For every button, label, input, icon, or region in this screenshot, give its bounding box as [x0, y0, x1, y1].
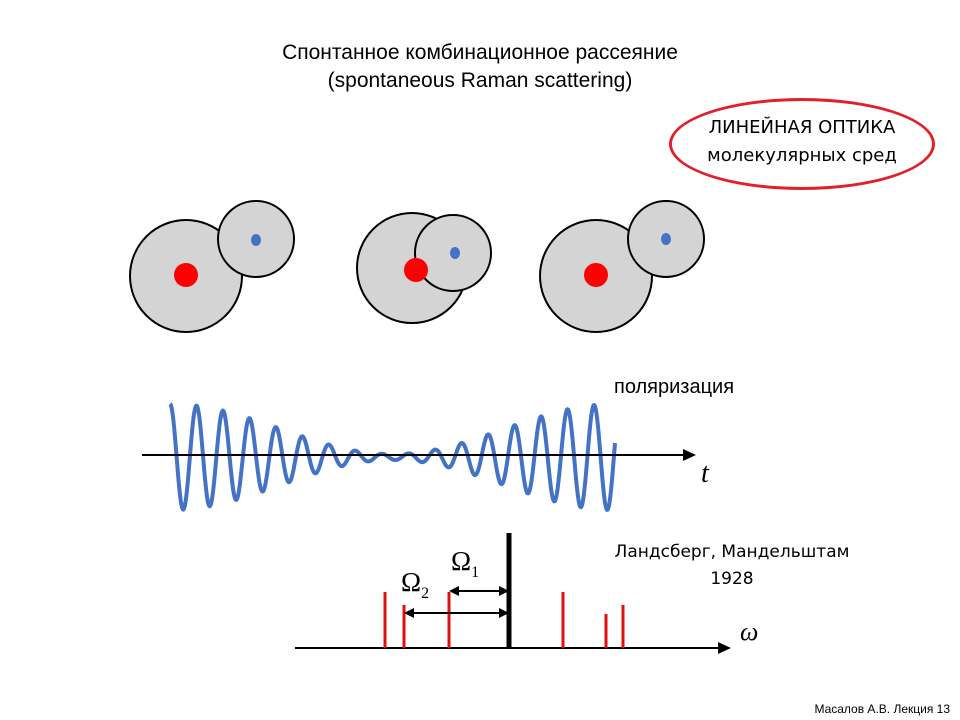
molecule-2: [356, 212, 492, 324]
authors-citation: Ландсберг, Мандельштам 1928: [598, 539, 866, 593]
oval-text-line2: молекулярных сред: [707, 145, 897, 166]
linear-optics-oval: [669, 98, 935, 190]
authors-names: Ландсберг, Мандельштам: [614, 542, 850, 562]
small-atom-nucleus: [251, 234, 261, 246]
molecule-3: [539, 200, 705, 333]
slide-title: Спонтанное комбинационное рассеяние: [282, 41, 678, 64]
slide-footer: Масалов А.В. Лекция 13: [814, 702, 950, 716]
frequency-axis-arrowhead: [718, 642, 731, 654]
omega2-label: Ω2: [401, 567, 429, 602]
polarization-wave: [168, 402, 617, 513]
large-atom-nucleus: [174, 263, 198, 287]
large-atom-nucleus: [584, 263, 608, 287]
time-axis-arrowhead: [683, 449, 696, 461]
small-atom-nucleus: [450, 247, 460, 259]
small-atom-nucleus: [661, 233, 671, 245]
omega2-arrow: [404, 608, 509, 618]
polarization-label: поляризация: [614, 376, 735, 398]
time-axis-label: t: [701, 458, 710, 489]
slide-subtitle: (spontaneous Raman scattering): [327, 69, 633, 92]
molecule-1: [129, 200, 295, 333]
citation-year: 1928: [710, 569, 754, 589]
frequency-axis: [295, 642, 731, 654]
omega1-label: Ω1: [451, 546, 479, 581]
time-axis: [142, 449, 696, 461]
large-atom-nucleus: [404, 258, 428, 282]
omega1-arrow: [449, 586, 509, 596]
oval-text-line1: ЛИНЕЙНАЯ ОПТИКА: [708, 117, 896, 138]
frequency-axis-label: ω: [740, 617, 758, 646]
